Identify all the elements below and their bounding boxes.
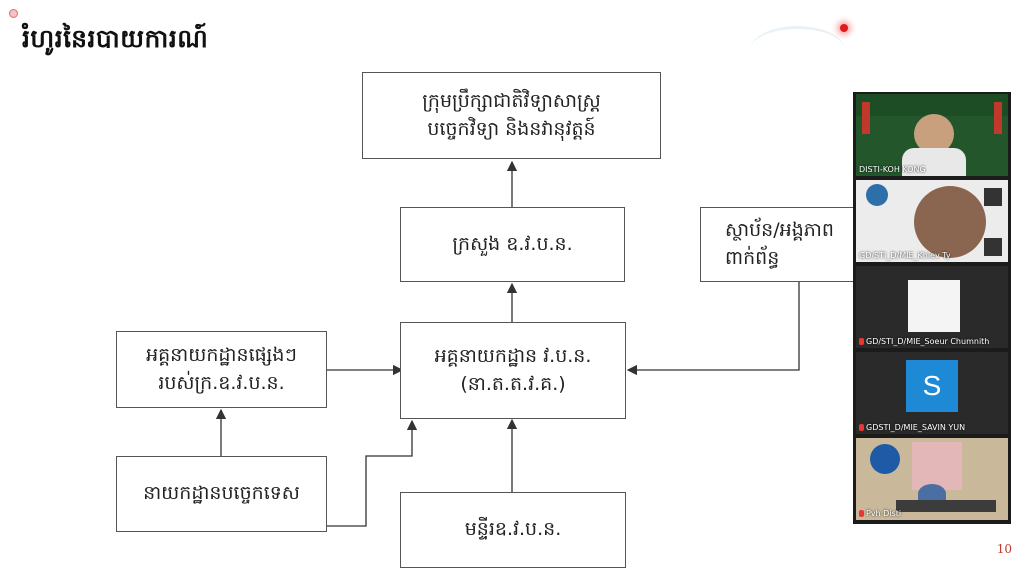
logo-icon xyxy=(870,444,900,474)
participant-tile[interactable]: GD/STI_D/MIE_Khiev Ty xyxy=(856,180,1008,262)
box-tech-dept: នាយកដ្ឋានបច្ចេកទេស xyxy=(116,456,327,532)
mic-muted-icon[interactable] xyxy=(859,424,864,431)
box-ministry-label: ក្រសួង ឧ.វ.ប.ន. xyxy=(452,232,573,255)
box-other-gd: អគ្គនាយកដ្ឋានផ្សេងៗ របស់ក្រ.ឧ.វ.ប.ន. xyxy=(116,331,327,408)
mic-muted-icon[interactable] xyxy=(859,510,864,517)
qr-code-icon xyxy=(984,188,1002,206)
curtain-background xyxy=(912,442,962,490)
laser-pointer-icon xyxy=(840,24,848,32)
box-national-council: ក្រុមប្រឹក្សាជាតិវិទ្យាសាស្ត្រ បច្ចេកវិទ… xyxy=(362,72,661,159)
participant-tile[interactable]: GD/STI_D/MIE_Soeur Chumnith xyxy=(856,266,1008,348)
box-provincial-label: មន្ទីរឧ.វ.ប.ន. xyxy=(464,518,562,541)
participant-tile[interactable]: DISTI-KOH KONG xyxy=(856,94,1008,176)
box-partners: ស្ថាប័ន/អង្គភាព ពាក់ព័ន្ធ xyxy=(700,207,856,282)
box-ministry: ក្រសួង ឧ.វ.ប.ន. xyxy=(400,207,625,282)
participant-video-body xyxy=(918,484,946,504)
participant-name: GD/STI_D/MIE_Soeur Chumnith xyxy=(859,337,989,346)
watermark-logo xyxy=(750,26,845,74)
participant-name: GD/STI_D/MIE_Khiev Ty xyxy=(859,251,951,260)
box-partners-label: ស្ថាប័ន/អង្គភាព ពាក់ព័ន្ធ xyxy=(725,218,834,269)
box-tech-dept-label: នាយកដ្ឋានបច្ចេកទេស xyxy=(143,482,300,505)
box-national-council-label: ក្រុមប្រឹក្សាជាតិវិទ្យាសាស្ត្រ បច្ចេកវិទ… xyxy=(422,89,601,140)
banner-strip xyxy=(856,94,1008,116)
box-other-gd-label: អគ្គនាយកដ្ឋានផ្សេងៗ របស់ក្រ.ឧ.វ.ប.ន. xyxy=(146,343,297,394)
recording-indicator-icon xyxy=(9,9,18,18)
flag-left xyxy=(862,102,870,134)
avatar: S xyxy=(906,360,958,412)
box-gdsti-label: អគ្គនាយកដ្ឋាន វ.ប.ន. (នា.ត.ត.វ.គ.) xyxy=(434,344,592,395)
flag-right xyxy=(994,102,1002,134)
box-gdsti: អគ្គនាយកដ្ឋាន វ.ប.ន. (នា.ត.ត.វ.គ.) xyxy=(400,322,626,419)
participant-video-body xyxy=(902,148,966,176)
participant-video-face xyxy=(914,186,986,258)
page-number: 10 xyxy=(996,542,1012,556)
participant-name: GDSTI_D/MIE_SAVIN YUN xyxy=(859,423,965,432)
shared-document-thumbnail xyxy=(908,280,960,332)
desk xyxy=(896,500,996,512)
participant-name: DISTI-KOH KONG xyxy=(859,165,926,174)
participant-panel[interactable]: DISTI-KOH KONG GD/STI_D/MIE_Khiev Ty GD/… xyxy=(853,92,1011,524)
logo-icon xyxy=(866,184,888,206)
participant-tile[interactable]: Pvh Disti xyxy=(856,438,1008,520)
qr-code-icon xyxy=(984,238,1002,256)
mic-muted-icon[interactable] xyxy=(859,338,864,345)
participant-tile[interactable]: S GDSTI_D/MIE_SAVIN YUN xyxy=(856,352,1008,434)
participant-name: Pvh Disti xyxy=(859,509,901,518)
participant-video-face xyxy=(914,114,954,154)
slide-title: រំហូរនៃរបាយការណ៍ xyxy=(22,24,209,53)
box-provincial: មន្ទីរឧ.វ.ប.ន. xyxy=(400,492,626,568)
